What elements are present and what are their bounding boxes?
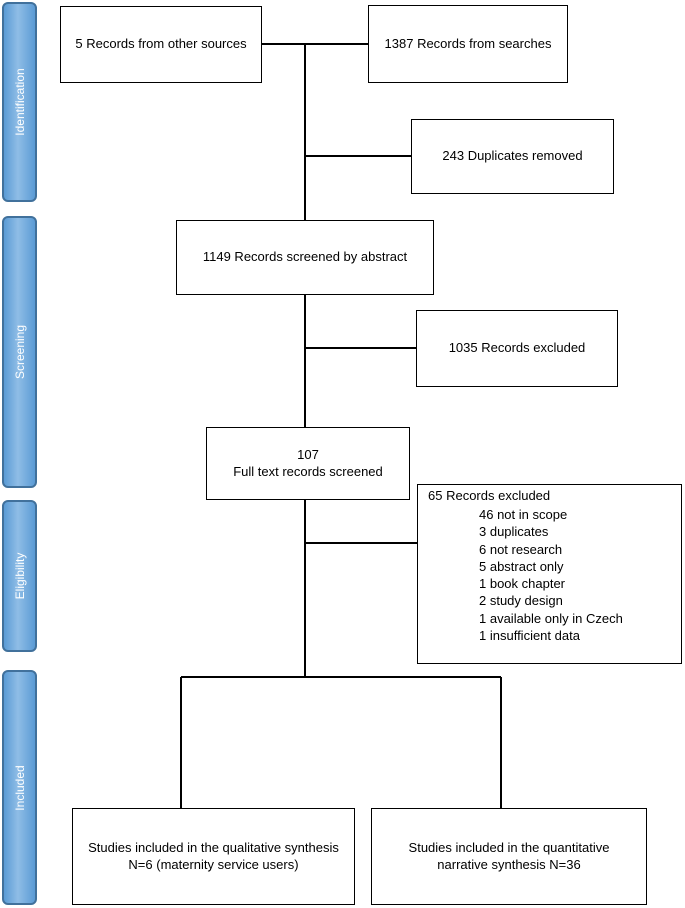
exclusion-reason: 6 not research — [479, 541, 563, 557]
exclusion-reason: 5 abstract only — [479, 558, 564, 574]
quantitative-line-1: Studies included in the quantitative — [408, 840, 610, 856]
phase-eligibility: Eligibility — [2, 500, 37, 652]
phase-identification: Identification — [2, 2, 37, 202]
box-screened-abstract-text: 1149 Records screened by abstract — [202, 249, 408, 265]
box-other-sources-text: 5 Records from other sources — [75, 36, 247, 52]
box-duplicates-removed-text: 243 Duplicates removed — [442, 148, 583, 164]
phase-screening-label: Screening — [12, 324, 27, 380]
box-fulltext-count: 107 — [297, 447, 319, 463]
phase-identification-label: Identification — [12, 68, 27, 136]
exclusion-reasons-list: 46 not in scope 3 duplicates 6 not resea… — [479, 506, 623, 644]
phase-eligibility-label: Eligibility — [12, 552, 27, 600]
box-fulltext-screened: 107 Full text records screened — [206, 427, 410, 500]
excluded-fulltext-heading: 65 Records excluded — [428, 488, 551, 503]
box-quantitative-synthesis: Studies included in the quantitative nar… — [371, 808, 647, 905]
exclusion-reason: 1 book chapter — [479, 576, 566, 592]
phase-included: Included — [2, 670, 37, 905]
box-other-sources: 5 Records from other sources — [60, 6, 262, 83]
box-searches-text: 1387 Records from searches — [384, 35, 552, 51]
box-fulltext-label: Full text records screened — [233, 463, 383, 479]
exclusion-reason: 46 not in scope — [479, 507, 568, 522]
box-excluded-abstract-text: 1035 Records excluded — [448, 340, 586, 356]
exclusion-reason: 3 duplicates — [479, 524, 549, 540]
quantitative-line-2: narrative synthesis N=36 — [437, 856, 581, 872]
box-excluded-abstract: 1035 Records excluded — [416, 310, 618, 387]
box-searches: 1387 Records from searches — [368, 5, 568, 83]
box-qualitative-synthesis: Studies included in the qualitative synt… — [72, 808, 355, 905]
phase-included-label: Included — [12, 764, 27, 811]
exclusion-reason: 1 available only in Czech — [479, 610, 623, 626]
qualitative-line-1: Studies included in the qualitative synt… — [88, 840, 339, 856]
exclusion-reason: 1 insufficient data — [479, 628, 580, 644]
box-duplicates-removed: 243 Duplicates removed — [411, 119, 614, 194]
phase-screening: Screening — [2, 216, 37, 488]
box-excluded-fulltext: 65 Records excluded 46 not in scope 3 du… — [417, 484, 682, 664]
qualitative-line-2: N=6 (maternity service users) — [128, 856, 299, 872]
box-screened-abstract: 1149 Records screened by abstract — [176, 220, 434, 295]
exclusion-reason: 2 study design — [479, 593, 563, 609]
